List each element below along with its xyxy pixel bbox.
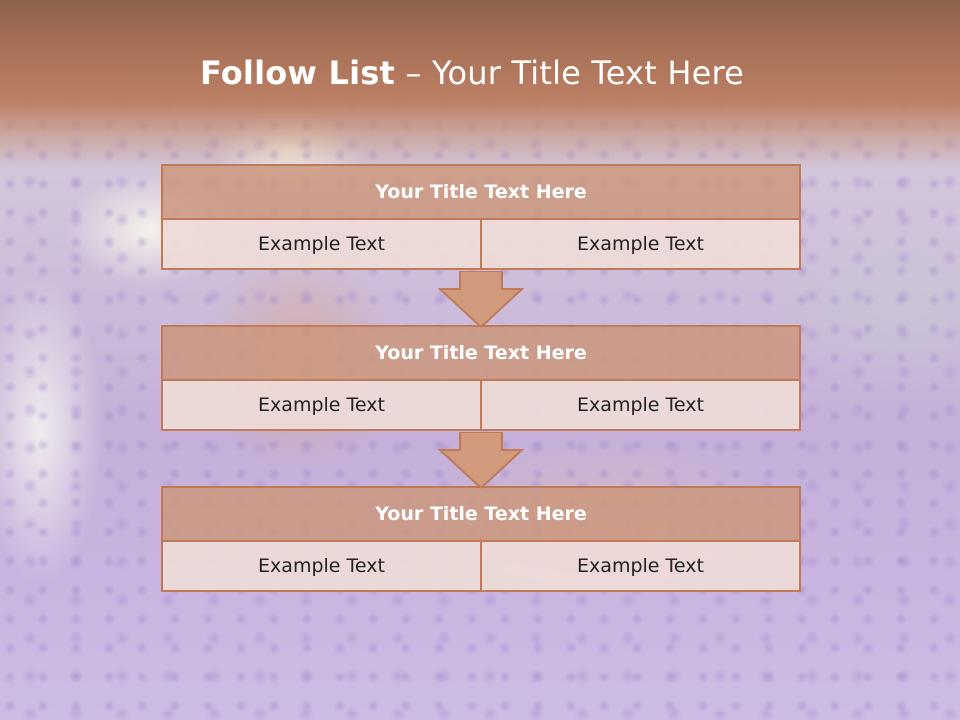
step-cell-left-1: Example Text — [161, 220, 482, 270]
step-title-2: Your Title Text Here — [161, 325, 801, 381]
step-cell-right-2: Example Text — [482, 381, 801, 431]
step-cell-left-2: Example Text — [161, 381, 482, 431]
step-row-2: Example Text Example Text — [161, 381, 801, 431]
step-cell-right-1: Example Text — [482, 220, 801, 270]
step-cell-right-3: Example Text — [482, 542, 801, 592]
step-block-1: Your Title Text Here Example Text Exampl… — [161, 164, 801, 270]
step-block-3: Your Title Text Here Example Text Exampl… — [161, 486, 801, 592]
slide-title-bold: Follow List — [199, 54, 396, 92]
step-block-2: Your Title Text Here Example Text Exampl… — [161, 325, 801, 431]
step-row-1: Example Text Example Text — [161, 220, 801, 270]
step-title-1: Your Title Text Here — [161, 164, 801, 220]
slide-title-rest: – Your Title Text Here — [395, 54, 745, 92]
slide-title: Follow List – Your Title Text Here — [0, 54, 944, 92]
down-arrow-icon — [438, 271, 524, 329]
header-band — [0, 0, 960, 170]
step-cell-left-3: Example Text — [161, 542, 482, 592]
step-title-3: Your Title Text Here — [161, 486, 801, 542]
down-arrow-icon — [438, 432, 524, 490]
step-row-3: Example Text Example Text — [161, 542, 801, 592]
